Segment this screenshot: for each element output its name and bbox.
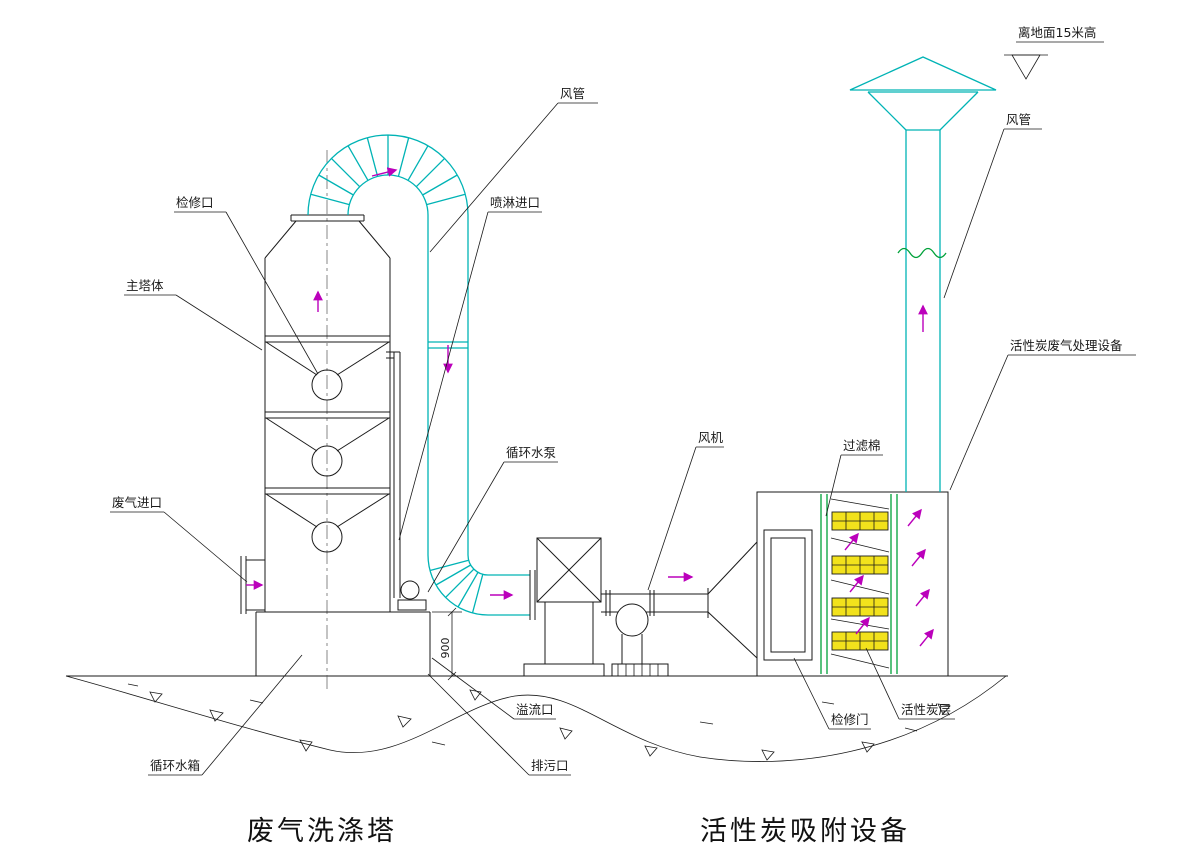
flow-arrow xyxy=(907,508,922,527)
packing-section-2 xyxy=(265,411,390,477)
label-circ-pump: 循环水泵 xyxy=(427,445,558,593)
stack-rain-cap xyxy=(849,56,997,131)
spray-nozzle-1 xyxy=(311,369,343,401)
label-duct-left: 风管 xyxy=(429,86,598,253)
access-door xyxy=(763,529,813,661)
fan-motor xyxy=(611,603,669,677)
label-filter-cotton: 过滤棉 xyxy=(825,438,883,517)
svg-text:风机: 风机 xyxy=(698,430,724,445)
tower-cap xyxy=(264,220,391,259)
top-duct xyxy=(307,134,530,616)
label-height-note: 离地面15米高 xyxy=(1016,25,1104,43)
label-spray-inlet: 喷淋进口 xyxy=(398,195,542,541)
exhaust-stack xyxy=(849,56,997,492)
carbon-slab xyxy=(831,597,889,617)
circulating-pump xyxy=(397,580,427,611)
down-duct xyxy=(427,215,469,555)
svg-text:主塔体: 主塔体 xyxy=(126,278,164,293)
flow-arrow xyxy=(915,588,930,607)
svg-text:过滤棉: 过滤棉 xyxy=(843,438,881,453)
packing-section-1 xyxy=(265,335,390,401)
label-carbon-layer: 活性炭层 xyxy=(865,647,955,720)
duct-elbow xyxy=(427,554,489,616)
water-tank xyxy=(255,611,431,676)
label-overflow: 溢流口 xyxy=(431,657,556,720)
fan-unit xyxy=(523,537,758,677)
motor-base xyxy=(611,663,669,677)
fan-housing xyxy=(536,537,602,603)
label-drain: 排污口 xyxy=(427,673,571,776)
level-marker xyxy=(1004,54,1048,80)
carbon-layers xyxy=(830,498,890,669)
spray-pipe xyxy=(386,351,401,598)
tower-top-flange xyxy=(290,214,365,222)
annotations: 风管 检修口 主塔体 喷淋进口 废气进口 循环水泵 xyxy=(110,25,1136,776)
flow-arrow xyxy=(371,167,398,177)
duct-segment-ticks xyxy=(310,135,466,206)
fan-base xyxy=(523,663,605,677)
packing-section-3 xyxy=(265,487,390,553)
svg-text:溢流口: 溢流口 xyxy=(516,702,554,717)
title-right: 活性炭吸附设备 xyxy=(700,816,910,847)
flow-arrows xyxy=(246,167,934,647)
svg-text:废气进口: 废气进口 xyxy=(112,495,162,510)
svg-text:循环水泵: 循环水泵 xyxy=(506,445,556,460)
filter-cotton-layers xyxy=(820,494,898,674)
scrubbing-tower: 900 xyxy=(240,150,462,692)
svg-text:检修口: 检修口 xyxy=(176,195,214,210)
svg-text:风管: 风管 xyxy=(560,86,585,101)
flow-arrow xyxy=(855,616,870,635)
svg-text:排污口: 排污口 xyxy=(531,758,569,773)
soil-boundary xyxy=(65,675,1007,762)
expansion-duct xyxy=(707,541,758,659)
svg-text:风管: 风管 xyxy=(1006,112,1031,127)
carbon-slab xyxy=(831,555,889,575)
flow-arrow xyxy=(844,532,859,551)
svg-text:检修门: 检修门 xyxy=(831,712,869,727)
svg-text:喷淋进口: 喷淋进口 xyxy=(490,195,540,210)
flow-arrow xyxy=(911,548,926,567)
dimension-900: 900 xyxy=(432,607,462,681)
stack-break-symbol xyxy=(897,247,947,259)
tower-shell xyxy=(264,258,391,612)
svg-text:活性炭废气处理设备: 活性炭废气处理设备 xyxy=(1010,338,1123,353)
label-gas-inlet: 废气进口 xyxy=(110,495,248,583)
flow-arrow xyxy=(919,628,934,647)
flow-arrow xyxy=(849,574,864,593)
dim-900-text: 900 xyxy=(439,638,452,659)
svg-text:循环水箱: 循环水箱 xyxy=(150,758,200,773)
carbon-slab xyxy=(831,631,889,651)
label-carbon-equipment: 活性炭废气处理设备 xyxy=(949,338,1136,491)
label-water-tank: 循环水箱 xyxy=(148,654,303,776)
label-tower-body: 主塔体 xyxy=(124,278,263,351)
rock-symbols xyxy=(127,683,951,761)
svg-text:离地面15米高: 离地面15米高 xyxy=(1018,25,1096,40)
carbon-adsorber xyxy=(756,491,949,677)
spray-nozzle-2 xyxy=(311,445,343,477)
title-left: 废气洗涤塔 xyxy=(247,816,397,847)
label-duct-right: 风管 xyxy=(943,112,1042,299)
label-fan: 风机 xyxy=(647,430,724,591)
svg-text:活性炭层: 活性炭层 xyxy=(901,702,951,717)
adsorber-shell xyxy=(756,491,949,677)
label-access-door: 检修门 xyxy=(793,657,871,730)
spray-nozzle-3 xyxy=(311,521,343,553)
carbon-slab xyxy=(831,511,889,531)
fan-inlet-duct xyxy=(488,574,530,616)
label-inspection-port: 检修口 xyxy=(174,195,319,375)
